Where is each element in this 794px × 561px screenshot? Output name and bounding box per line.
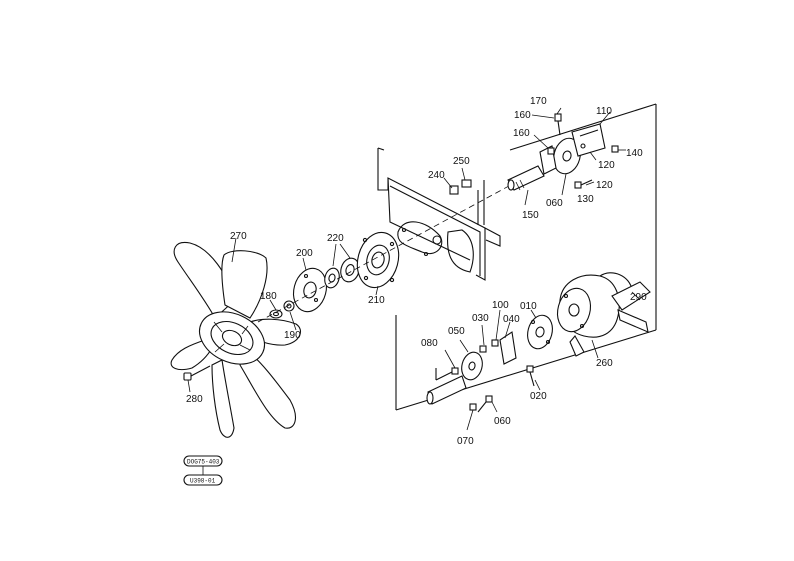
- fan-assembly: [170, 237, 301, 438]
- label-040: 040: [503, 314, 520, 325]
- label-280: 280: [186, 394, 203, 405]
- label-260: 260: [596, 358, 613, 369]
- label-060-lower: 060: [494, 416, 511, 427]
- label-190: 190: [284, 330, 301, 341]
- label-290: 290: [630, 292, 647, 303]
- label-050: 050: [448, 326, 465, 337]
- washers-180-190: [269, 299, 297, 331]
- bearings-220: [324, 243, 360, 289]
- label-030: 030: [472, 313, 489, 324]
- reference-code-2: U398-01: [190, 478, 216, 485]
- label-210: 210: [368, 295, 385, 306]
- label-240: 240: [428, 170, 445, 181]
- label-120-lower: 120: [596, 180, 613, 191]
- label-160-upper: 160: [514, 110, 531, 121]
- label-060-upper: 060: [546, 198, 563, 209]
- label-110: 110: [596, 106, 612, 117]
- bolt-280: [183, 365, 211, 393]
- shaft-150: [507, 165, 545, 206]
- label-010: 010: [520, 301, 537, 312]
- label-270: 270: [230, 231, 247, 242]
- part-labels: 270 200 220 210 180 190 280 240 250 150 …: [186, 96, 647, 447]
- label-100: 100: [492, 300, 509, 311]
- label-140: 140: [626, 148, 643, 159]
- label-070: 070: [457, 436, 474, 447]
- label-150: 150: [522, 210, 539, 221]
- label-220: 220: [327, 233, 344, 244]
- idler-bracket-group: [531, 107, 626, 196]
- label-170: 170: [530, 96, 547, 107]
- label-120-upper: 120: [598, 160, 615, 171]
- reference-code-1: DOG75-403: [187, 459, 220, 466]
- housing-flange-210: [356, 231, 400, 296]
- label-020: 020: [530, 391, 547, 402]
- lower-drive-assembly: [426, 309, 553, 431]
- bolt-240-nut-250: [443, 167, 472, 195]
- label-200: 200: [296, 248, 313, 259]
- pulley-flange-200: [292, 257, 328, 313]
- reference-stamps: DOG75-403 U398-01: [183, 455, 223, 486]
- label-080: 080: [421, 338, 438, 349]
- label-160-lower: 160: [513, 128, 530, 139]
- label-130: 130: [577, 194, 594, 205]
- mounting-bracket-plate: [377, 147, 501, 281]
- label-180: 180: [260, 291, 277, 302]
- pump-body-260: [556, 272, 651, 359]
- label-250: 250: [453, 156, 470, 167]
